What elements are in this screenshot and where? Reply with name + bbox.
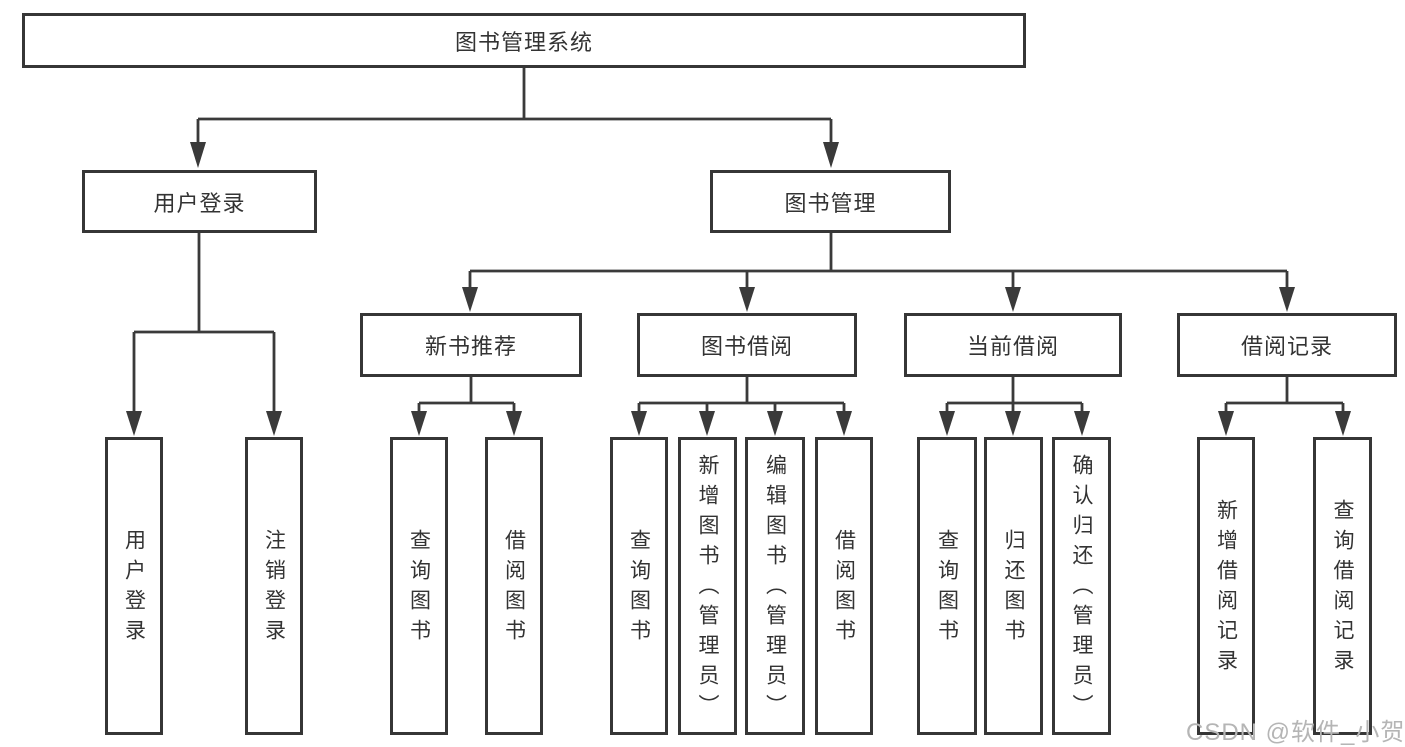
leaf-query-books-current: 查询图书: [917, 437, 977, 735]
node-root: 图书管理系统: [22, 13, 1026, 68]
node-book-borrowing: 图书借阅: [637, 313, 857, 377]
leaf-add-borrow-record: 新增借阅记录: [1197, 437, 1255, 735]
leaf-edit-books-admin: 编辑图书（管理员）: [745, 437, 805, 735]
leaf-borrow-books-recommend: 借阅图书: [485, 437, 543, 735]
node-new-book-recommendation: 新书推荐: [360, 313, 582, 377]
node-current-borrowing: 当前借阅: [904, 313, 1122, 377]
leaf-confirm-return-admin: 确认归还（管理员）: [1052, 437, 1111, 735]
leaf-return-books: 归还图书: [984, 437, 1043, 735]
leaf-borrow-books: 借阅图书: [815, 437, 873, 735]
node-borrowing-records: 借阅记录: [1177, 313, 1397, 377]
leaf-add-books-admin: 新增图书（管理员）: [678, 437, 737, 735]
leaf-query-borrow-record: 查询借阅记录: [1313, 437, 1372, 735]
watermark: CSDN @软件_小贺同学: [1186, 719, 1405, 746]
leaf-logout: 注销登录: [245, 437, 303, 735]
leaf-user-login: 用户登录: [105, 437, 163, 735]
node-book-management: 图书管理: [710, 170, 951, 233]
leaf-query-books-borrow: 查询图书: [610, 437, 668, 735]
leaf-query-books-recommend: 查询图书: [390, 437, 448, 735]
node-user-login: 用户登录: [82, 170, 317, 233]
